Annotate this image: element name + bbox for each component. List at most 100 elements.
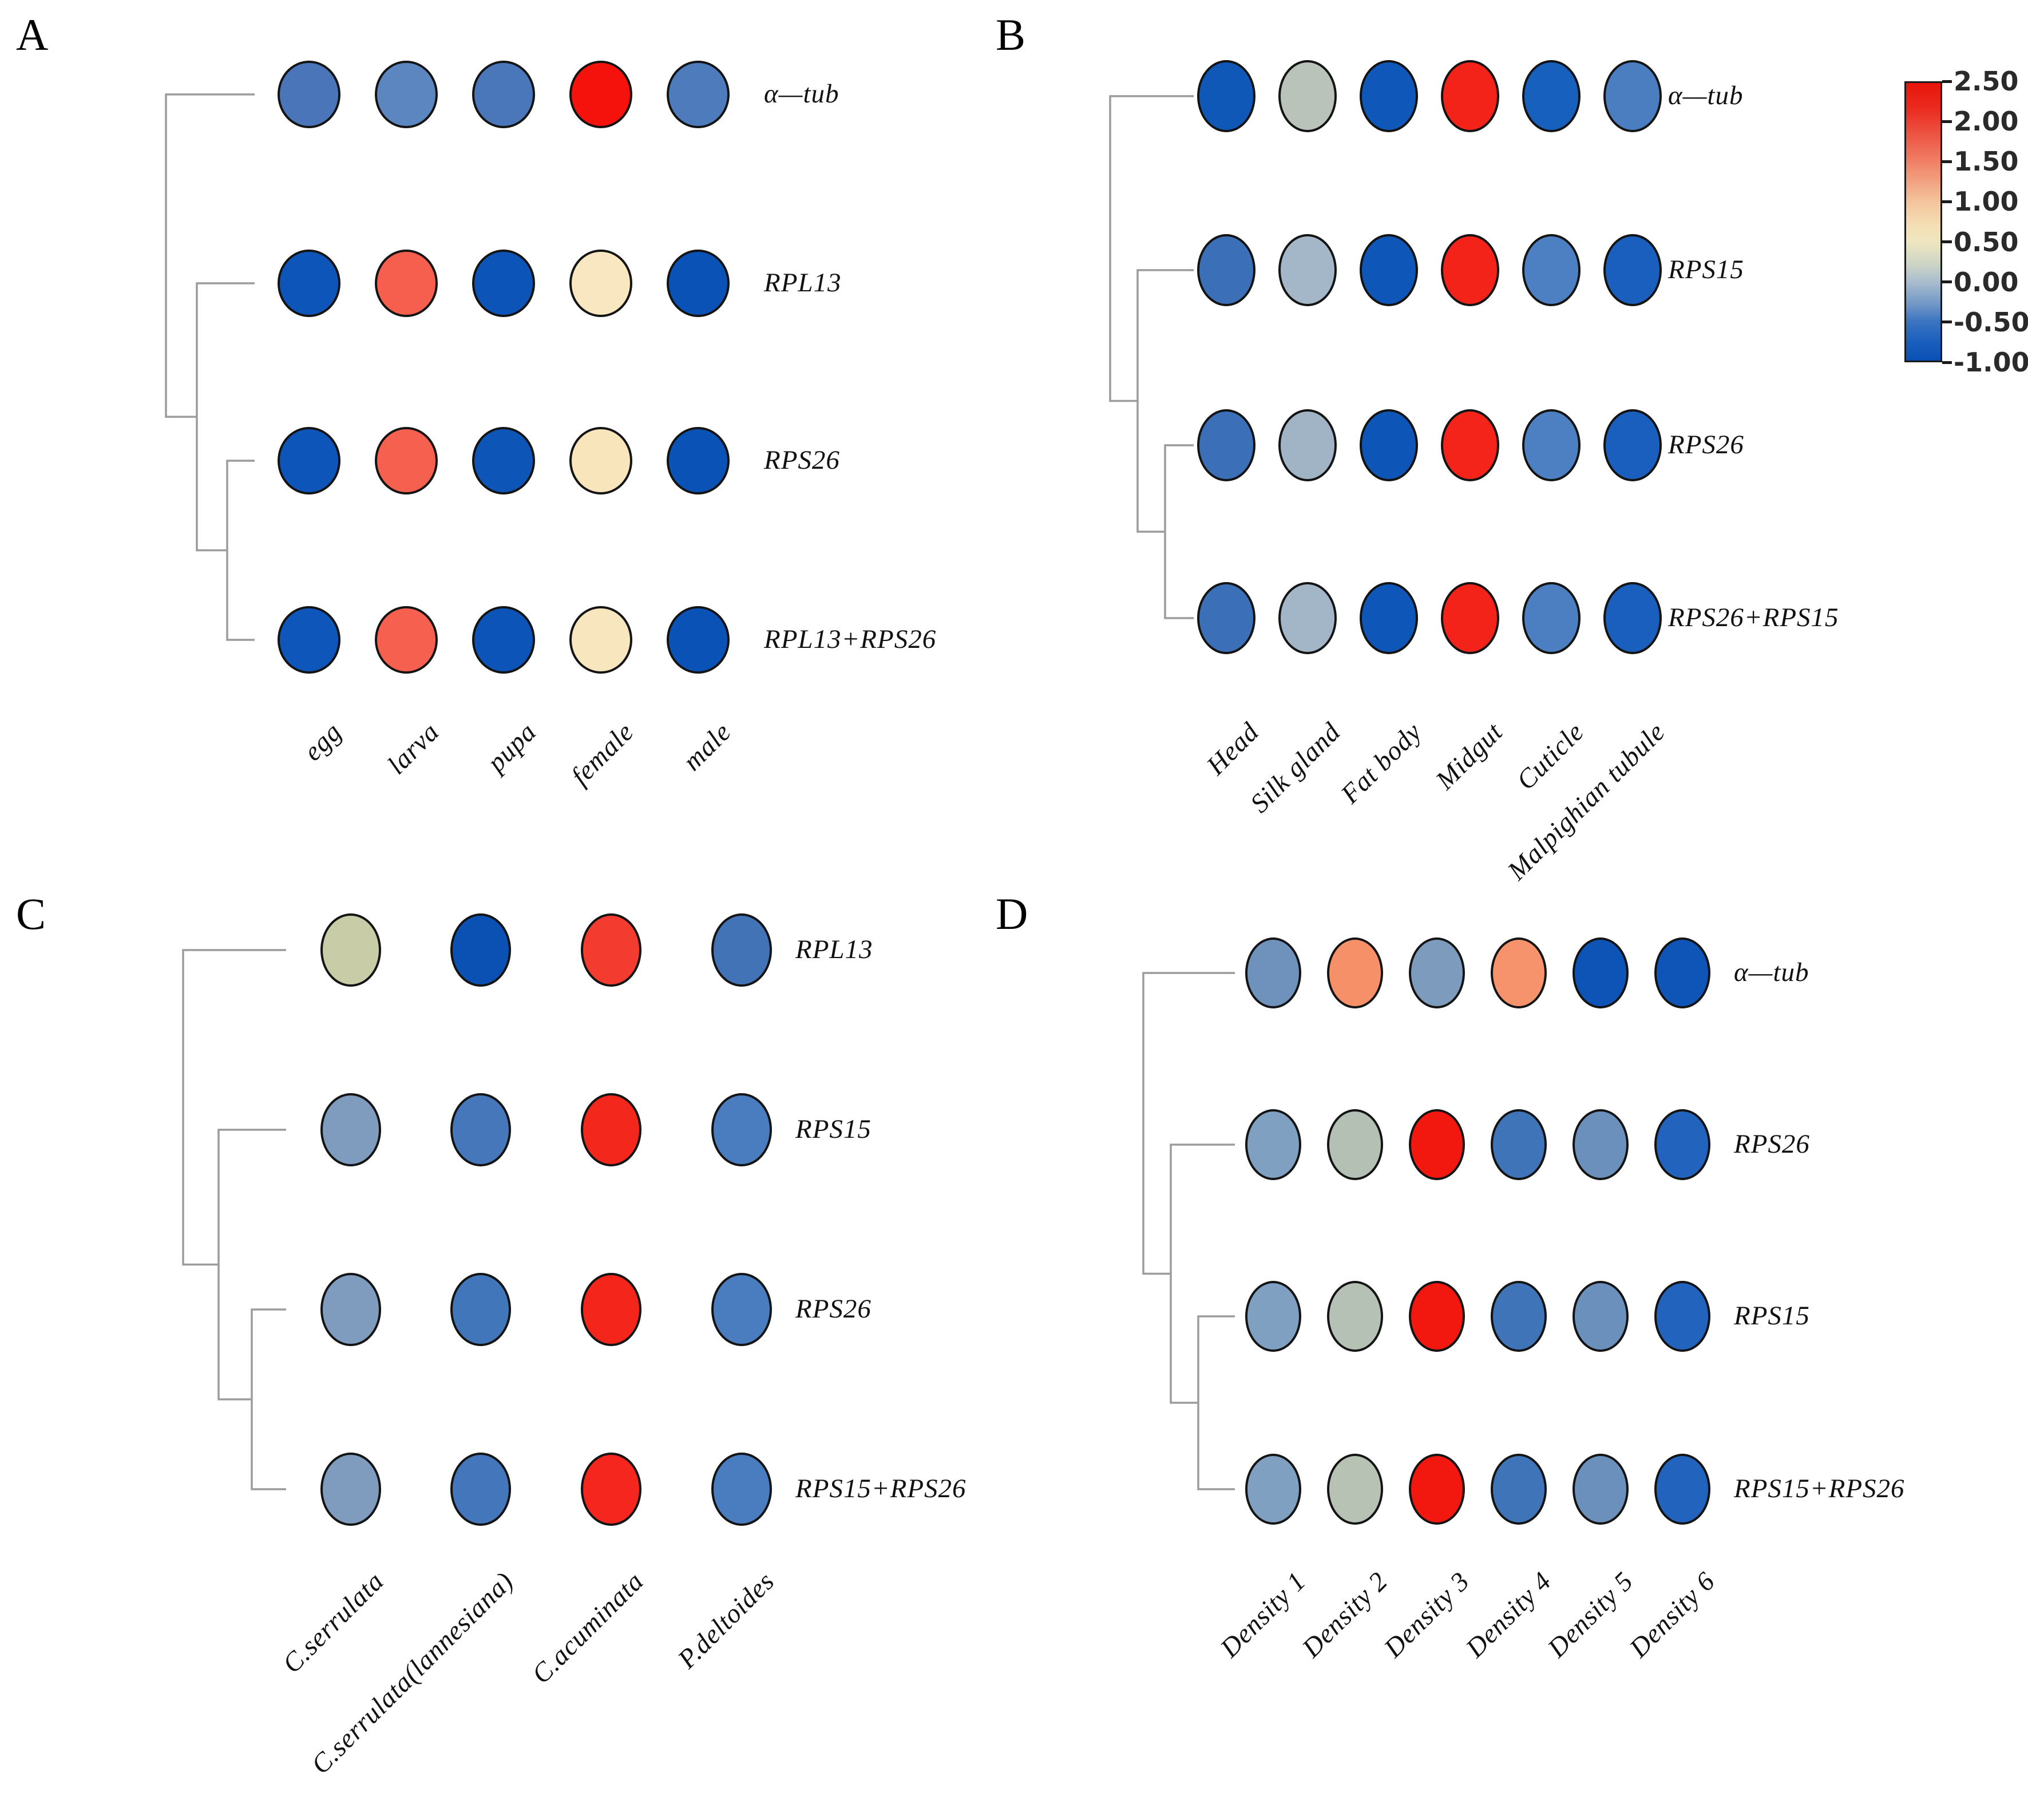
heatmap-dot-D-r4-c5 xyxy=(1573,1454,1629,1525)
heatmap-dot-B-r1-c6 xyxy=(1603,60,1662,132)
heatmap-dot-B-r3-c2 xyxy=(1278,409,1337,481)
heatmap-dot-C-r2-c1 xyxy=(320,1093,381,1166)
heatmap-dot-B-r1-c3 xyxy=(1360,60,1418,132)
heatmap-dot-D-r2-c6 xyxy=(1654,1109,1710,1180)
heatmap-dot-C-r4-c3 xyxy=(581,1453,641,1526)
heatmap-dot-A-r4-c2 xyxy=(375,606,438,674)
colorbar-tick-0.50 xyxy=(1942,240,1952,244)
heatmap-dot-A-r3-c5 xyxy=(667,427,730,494)
heatmap-dot-A-r2-c2 xyxy=(375,250,438,317)
heatmap-dot-A-r1-c4 xyxy=(569,61,632,128)
heatmap-dot-A-r4-c5 xyxy=(667,606,730,674)
heatmap-dot-C-r2-c4 xyxy=(711,1093,772,1166)
heatmap-dot-B-r1-c1 xyxy=(1197,60,1255,132)
colorbar-gradient xyxy=(1904,81,1942,362)
heatmap-dot-A-r4-c4 xyxy=(569,606,632,674)
heatmap-dot-A-r3-c3 xyxy=(472,427,535,494)
colorbar-label-0.50: 0.50 xyxy=(1954,226,2019,258)
heatmap-dot-A-r4-c3 xyxy=(472,606,535,674)
heatmap-dot-C-r4-c4 xyxy=(711,1453,772,1526)
row-label-A-2: RPL13 xyxy=(764,267,842,298)
heatmap-dot-D-r2-c2 xyxy=(1327,1109,1383,1180)
heatmap-dot-D-r3-c4 xyxy=(1491,1281,1547,1352)
colorbar-label-0.00: 0.00 xyxy=(1954,266,2019,298)
heatmap-dot-C-r2-c2 xyxy=(450,1093,511,1166)
dendrogram-A xyxy=(165,93,255,641)
colorbar-tick--1.00 xyxy=(1942,361,1952,364)
colorbar-tick--0.50 xyxy=(1942,321,1952,324)
heatmap-dot-D-r1-c4 xyxy=(1491,937,1547,1008)
heatmap-dot-B-r3-c6 xyxy=(1603,409,1662,481)
heatmap-dot-A-r3-c2 xyxy=(375,427,438,494)
heatmap-dot-D-r3-c6 xyxy=(1654,1281,1710,1352)
heatmap-dot-B-r4-c2 xyxy=(1278,582,1337,654)
dendrogram-C xyxy=(182,949,286,1490)
heatmap-dot-B-r2-c2 xyxy=(1278,234,1337,306)
heatmap-dot-B-r2-c1 xyxy=(1197,234,1255,306)
heatmap-dot-A-r1-c3 xyxy=(472,61,535,128)
heatmap-dot-C-r1-c4 xyxy=(711,913,772,987)
row-label-D-2: RPS26 xyxy=(1734,1129,1810,1159)
heatmap-dot-C-r3-c2 xyxy=(450,1273,511,1346)
heatmap-dot-D-r4-c4 xyxy=(1491,1454,1547,1525)
heatmap-dot-D-r4-c3 xyxy=(1409,1454,1465,1525)
heatmap-dot-C-r1-c3 xyxy=(581,913,641,987)
colorbar-tick-2.50 xyxy=(1942,80,1952,83)
heatmap-dot-B-r2-c6 xyxy=(1603,234,1662,306)
row-label-B-3: RPS26 xyxy=(1668,429,1744,460)
heatmap-dot-B-r3-c4 xyxy=(1441,409,1499,481)
heatmap-dot-D-r1-c3 xyxy=(1409,937,1465,1008)
row-label-A-4: RPL13+RPS26 xyxy=(764,624,937,654)
row-label-C-1: RPL13 xyxy=(795,934,873,964)
row-label-D-3: RPS15 xyxy=(1734,1300,1810,1331)
heatmap-dot-A-r2-c4 xyxy=(569,250,632,317)
heatmap-dot-B-r2-c5 xyxy=(1522,234,1581,306)
heatmap-dot-D-r1-c6 xyxy=(1654,937,1710,1008)
heatmap-dot-C-r4-c2 xyxy=(450,1453,511,1526)
heatmap-dot-B-r1-c2 xyxy=(1278,60,1337,132)
colorbar-tick-1.00 xyxy=(1942,200,1952,203)
row-label-C-4: RPS15+RPS26 xyxy=(795,1473,967,1504)
row-label-B-4: RPS26+RPS15 xyxy=(1668,602,1839,632)
heatmap-dot-C-r2-c3 xyxy=(581,1093,641,1166)
heatmap-dot-C-r4-c1 xyxy=(320,1453,381,1526)
dendrogram-D xyxy=(1142,972,1235,1490)
colorbar-tick-2.00 xyxy=(1942,120,1952,123)
heatmap-dot-B-r1-c4 xyxy=(1441,60,1499,132)
heatmap-dot-D-r2-c1 xyxy=(1245,1109,1301,1180)
heatmap-dot-B-r1-c5 xyxy=(1522,60,1581,132)
heatmap-dot-D-r3-c1 xyxy=(1245,1281,1301,1352)
heatmap-dot-D-r1-c5 xyxy=(1573,937,1629,1008)
heatmap-dot-B-r2-c4 xyxy=(1441,234,1499,306)
heatmap-dot-B-r4-c5 xyxy=(1522,582,1581,654)
panel-letter-C: C xyxy=(16,889,46,939)
heatmap-dot-C-r3-c4 xyxy=(711,1273,772,1346)
heatmap-dot-A-r3-c1 xyxy=(278,427,340,494)
heatmap-dot-D-r3-c2 xyxy=(1327,1281,1383,1352)
heatmap-dot-C-r3-c3 xyxy=(581,1273,641,1346)
heatmap-dot-D-r3-c5 xyxy=(1573,1281,1629,1352)
colorbar-label--0.50: -0.50 xyxy=(1954,306,2028,338)
heatmap-dot-D-r2-c3 xyxy=(1409,1109,1465,1180)
heatmap-dot-A-r1-c2 xyxy=(375,61,438,128)
row-label-C-3: RPS26 xyxy=(795,1293,872,1324)
colorbar-label-1.50: 1.50 xyxy=(1954,146,2019,177)
colorbar-tick-1.50 xyxy=(1942,160,1952,163)
heatmap-dot-C-r1-c2 xyxy=(450,913,511,987)
heatmap-dot-D-r4-c2 xyxy=(1327,1454,1383,1525)
heatmap-dot-C-r3-c1 xyxy=(320,1273,381,1346)
row-label-A-1: α—tub xyxy=(764,78,839,109)
dendrogram-B xyxy=(1109,95,1194,619)
heatmap-dot-A-r1-c5 xyxy=(667,61,730,128)
heatmap-dot-D-r1-c1 xyxy=(1245,937,1301,1008)
heatmap-dot-D-r1-c2 xyxy=(1327,937,1383,1008)
heatmap-dot-B-r4-c3 xyxy=(1360,582,1418,654)
heatmap-dot-B-r3-c5 xyxy=(1522,409,1581,481)
colorbar-label--1.00: -1.00 xyxy=(1954,347,2028,378)
colorbar-tick-0.00 xyxy=(1942,280,1952,284)
heatmap-dot-A-r3-c4 xyxy=(569,427,632,494)
panel-letter-D: D xyxy=(996,889,1028,939)
heatmap-dot-A-r1-c1 xyxy=(278,61,340,128)
